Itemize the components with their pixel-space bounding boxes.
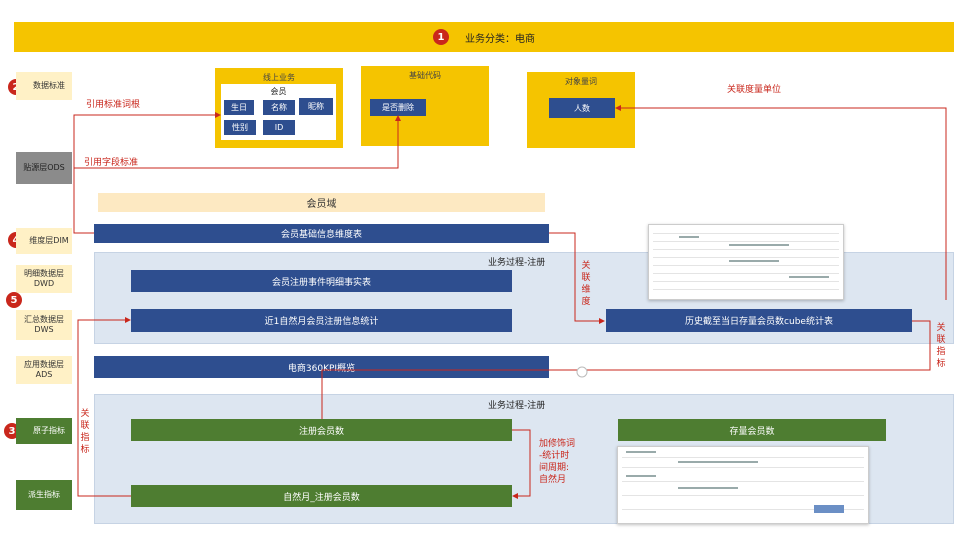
layer-atomic-metric: 原子指标	[16, 418, 72, 444]
annotation-link-dimension-3: 维	[581, 285, 591, 295]
annotation-modifier-2: -统计时	[539, 451, 570, 461]
atomic-metric-stock-members: 存量会员数	[618, 419, 886, 441]
banner-title: 业务分类：电商	[465, 33, 535, 45]
layer-dwd-line1: 明细数据层	[24, 269, 64, 279]
table-preview-thumbnail	[648, 224, 844, 300]
derived-metric-monthly-registered: 自然月_注册会员数	[131, 485, 512, 507]
annotation-link-metric-right: 关 联 指 标	[935, 322, 947, 370]
annotation-modifier-4: 自然月	[539, 475, 567, 485]
annotation-link-metric-left: 关 联 指 标	[79, 408, 91, 456]
annotation-modifier: 加修饰词 -统计时 间周期: 自然月	[539, 438, 575, 486]
annotation-measure-unit: 关联度量单位	[727, 85, 782, 95]
layer-dim: 维度层DIM	[16, 228, 72, 254]
layer-dws-line1: 汇总数据层	[24, 315, 64, 325]
layer-ads-line2: ADS	[35, 370, 53, 379]
layer-dwd: 明细数据层 DWD	[16, 265, 72, 293]
chip-nickname: 昵称	[299, 98, 333, 115]
annotation-link-dimension-4: 度	[581, 297, 591, 307]
chip-is-deleted: 是否删除	[370, 99, 426, 116]
metric-config-thumbnail	[617, 446, 869, 524]
line-link-metric-left	[77, 317, 131, 497]
annotation-link-metric-right-3: 指	[936, 347, 946, 357]
chip-id: ID	[263, 120, 295, 135]
layer-dwd-line2: DWD	[33, 279, 55, 288]
annotation-link-metric-left-4: 标	[80, 445, 90, 455]
line-measure-unit	[615, 105, 947, 300]
layer-ods: 贴源层ODS	[16, 152, 72, 184]
annotation-link-dimension: 关 联 维 度	[580, 260, 592, 308]
annotation-link-metric-right-2: 联	[936, 335, 946, 345]
card-online-business-title: 线上业务	[263, 73, 295, 82]
junction-dot	[576, 366, 588, 378]
chip-name: 名称	[263, 100, 295, 115]
dws-month-stats: 近1自然月会员注册信息统计	[131, 309, 512, 332]
business-category-banner: 1 业务分类：电商	[14, 22, 954, 52]
layer-dws-line2: DWS	[34, 325, 54, 334]
member-group-title: 会员	[270, 87, 287, 96]
chip-gender: 性别	[224, 120, 256, 135]
card-measure-word-title: 对象量词	[565, 77, 597, 86]
annotation-link-metric-right-1: 关	[936, 323, 946, 333]
annotation-link-metric-right-4: 标	[936, 359, 946, 369]
annotation-modifier-1: 加修饰词	[539, 439, 576, 449]
annotation-link-metric-left-1: 关	[80, 409, 90, 419]
line-ref-root	[73, 112, 221, 234]
layer-data-standard: 数据标准	[16, 72, 72, 100]
layer-ads-line1: 应用数据层	[24, 360, 64, 370]
line-link-metric-right-b	[321, 369, 582, 419]
annotation-ref-field: 引用字段标准	[84, 158, 139, 168]
ads-kpi-overview: 电商360KPI概览	[94, 356, 549, 378]
layer-derived-metric: 派生指标	[16, 480, 72, 510]
chip-people: 人数	[549, 98, 615, 118]
member-domain: 会员域	[98, 193, 545, 212]
line-link-metric-right-a	[582, 320, 931, 371]
atomic-metric-registered-members: 注册会员数	[131, 419, 512, 441]
dwd-fact-table: 会员注册事件明细事实表	[131, 270, 512, 292]
layer-dws: 汇总数据层 DWS	[16, 310, 72, 340]
annotation-link-dimension-1: 关	[581, 261, 591, 271]
annotation-ref-root: 引用标准词根	[86, 100, 141, 110]
dim-member-table: 会员基础信息维度表	[94, 224, 549, 243]
card-base-code-title: 基础代码	[409, 71, 441, 80]
annotation-link-metric-left-2: 联	[80, 421, 90, 431]
dws-cube-table: 历史截至当日存量会员数cube统计表	[606, 309, 912, 332]
line-ref-field	[74, 115, 401, 169]
layer-ads: 应用数据层 ADS	[16, 356, 72, 384]
process-panel-1-title: 业务过程-注册	[488, 258, 546, 268]
annotation-modifier-3: 间周期:	[539, 463, 570, 473]
step-badge-5: 5	[6, 292, 22, 308]
line-modifier	[512, 429, 531, 499]
line-link-dimension	[549, 232, 605, 324]
step-badge-1: 1	[433, 29, 449, 45]
process-panel-2-title: 业务过程-注册	[488, 401, 546, 411]
annotation-link-metric-left-3: 指	[80, 433, 90, 443]
chip-birthday: 生日	[224, 100, 254, 115]
annotation-link-dimension-2: 联	[581, 273, 591, 283]
